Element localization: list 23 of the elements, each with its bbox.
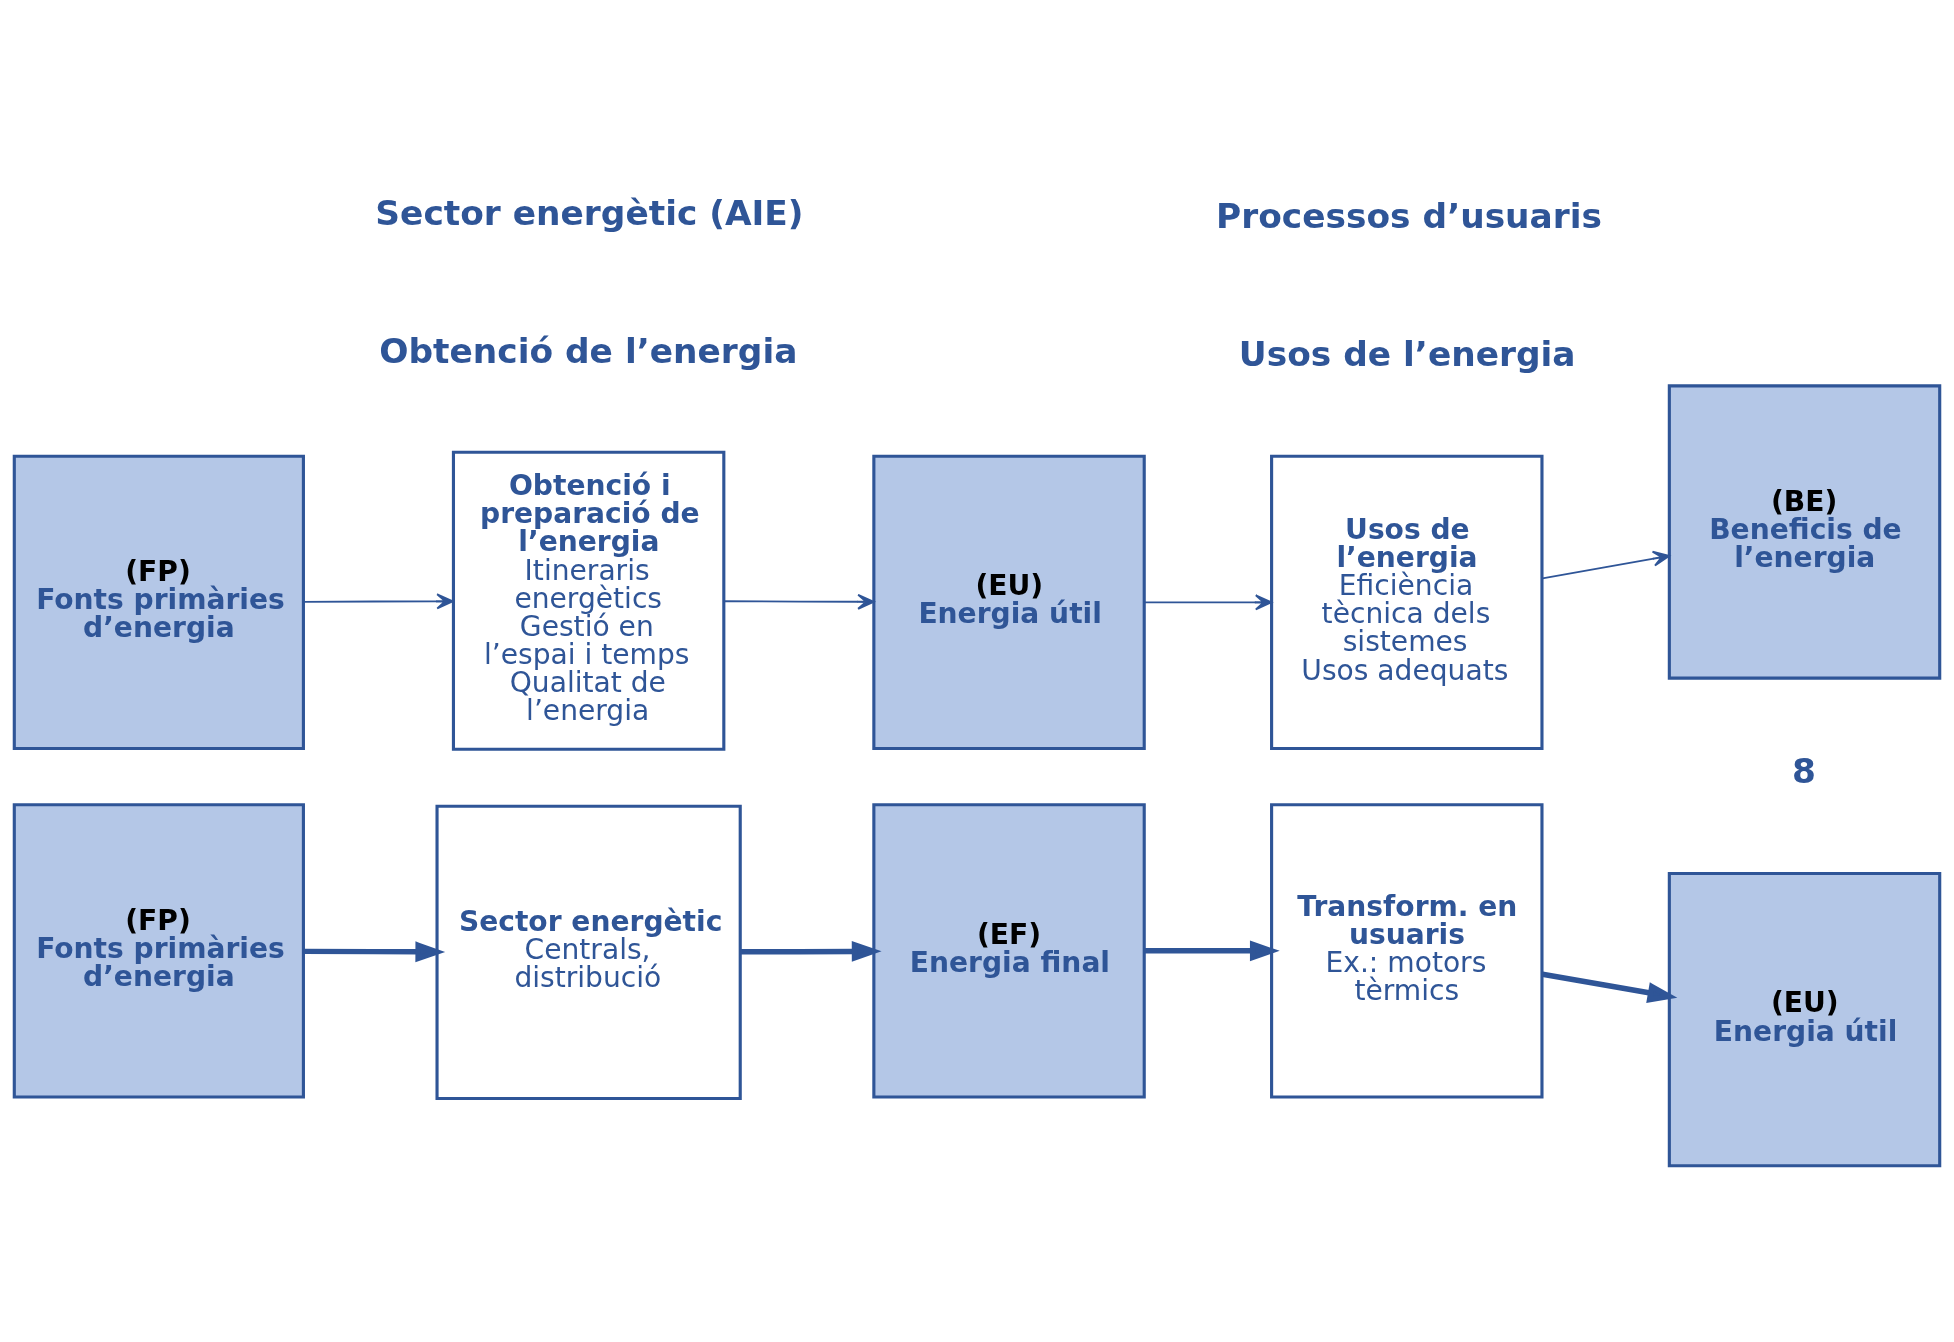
node-box: Obtenció i preparació de l’energia Itineraris energètics Gestió en l’espai i temps Qualitat de l’energia bbox=[451, 450, 726, 751]
arrow bbox=[1542, 971, 1678, 1003]
node-box: (EU) Energia útil bbox=[872, 454, 1146, 750]
node-box: Usos de l’energia Eficiència tècnica dels sistemes Usos adequats bbox=[1270, 454, 1544, 750]
arrow bbox=[740, 940, 882, 962]
label: Obtenció de l’energia bbox=[379, 330, 798, 371]
arrow bbox=[1144, 939, 1280, 961]
node-box: (BE) Beneficis de l’energia bbox=[1667, 383, 1942, 680]
node-box: Transform. en usuaris Ex.: motors tèrmics bbox=[1270, 802, 1544, 1099]
node-box: Sector energètic Centrals, distribució bbox=[435, 804, 742, 1100]
label: Sector energètic (AIE) bbox=[375, 192, 804, 233]
arrow bbox=[303, 940, 446, 962]
node-box: (EU) Energia útil bbox=[1667, 871, 1942, 1167]
arrow bbox=[723, 593, 875, 610]
node-box: (FP) Fonts primàries d’energia bbox=[12, 802, 305, 1099]
node-box: (FP) Fonts primàries d’energia bbox=[12, 454, 305, 750]
node-box: (EF) Energia final bbox=[872, 802, 1146, 1099]
arrow bbox=[302, 592, 454, 609]
label: 8 bbox=[1792, 750, 1816, 791]
label: Usos de l’energia bbox=[1238, 333, 1576, 374]
arrow bbox=[1143, 593, 1273, 610]
label: Processos d’usuaris bbox=[1216, 195, 1603, 236]
arrow bbox=[1541, 550, 1671, 579]
